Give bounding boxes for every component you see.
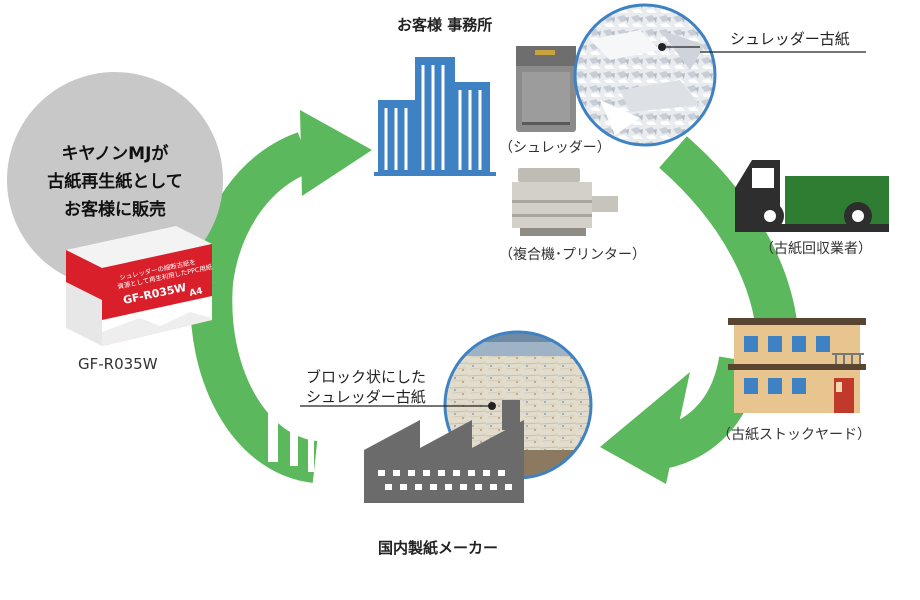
stock-yard-building-icon bbox=[728, 318, 866, 413]
multifunction-printer-icon bbox=[512, 168, 618, 236]
truck-icon bbox=[735, 160, 889, 232]
shredder-label: （シュレッダー） bbox=[499, 140, 611, 156]
collector-label: （古紙回収業者） bbox=[760, 241, 872, 257]
shredded-paper-callout: シュレッダー古紙 bbox=[730, 30, 850, 48]
block-callout-line2: シュレッダー古紙 bbox=[306, 388, 426, 406]
promo-message: キヤノンMJが 古紙再生紙として お客様に販売 bbox=[10, 140, 220, 224]
factory-icon bbox=[364, 400, 524, 503]
office-label: お客様 事務所 bbox=[397, 16, 493, 34]
shredded-paper-photo bbox=[573, 3, 866, 147]
multifunction-label: （複合機･プリンター） bbox=[499, 247, 646, 263]
paper-package-box: シュレッダーの細断古紙を 資源として再生利用したPPC用紙 GF-R035W A… bbox=[66, 226, 213, 346]
promo-line-3: お客様に販売 bbox=[64, 200, 166, 220]
arrow-yard-to-maker bbox=[600, 355, 761, 484]
yard-label: （古紙ストックヤード） bbox=[717, 427, 871, 443]
shredder-icon bbox=[516, 46, 576, 132]
package-size: A4 bbox=[189, 286, 204, 299]
block-callout-line1: ブロック状にした bbox=[306, 368, 427, 386]
arrow-customer-to-office bbox=[191, 110, 372, 286]
product-name-label: GF-R035W bbox=[78, 355, 158, 373]
promo-line-2: 古紙再生紙として bbox=[47, 172, 183, 192]
maker-label: 国内製紙メーカー bbox=[378, 539, 499, 557]
promo-line-1: キヤノンMJが bbox=[61, 144, 169, 164]
office-building-icon bbox=[374, 57, 496, 176]
arrow-maker-to-customer bbox=[190, 280, 319, 483]
